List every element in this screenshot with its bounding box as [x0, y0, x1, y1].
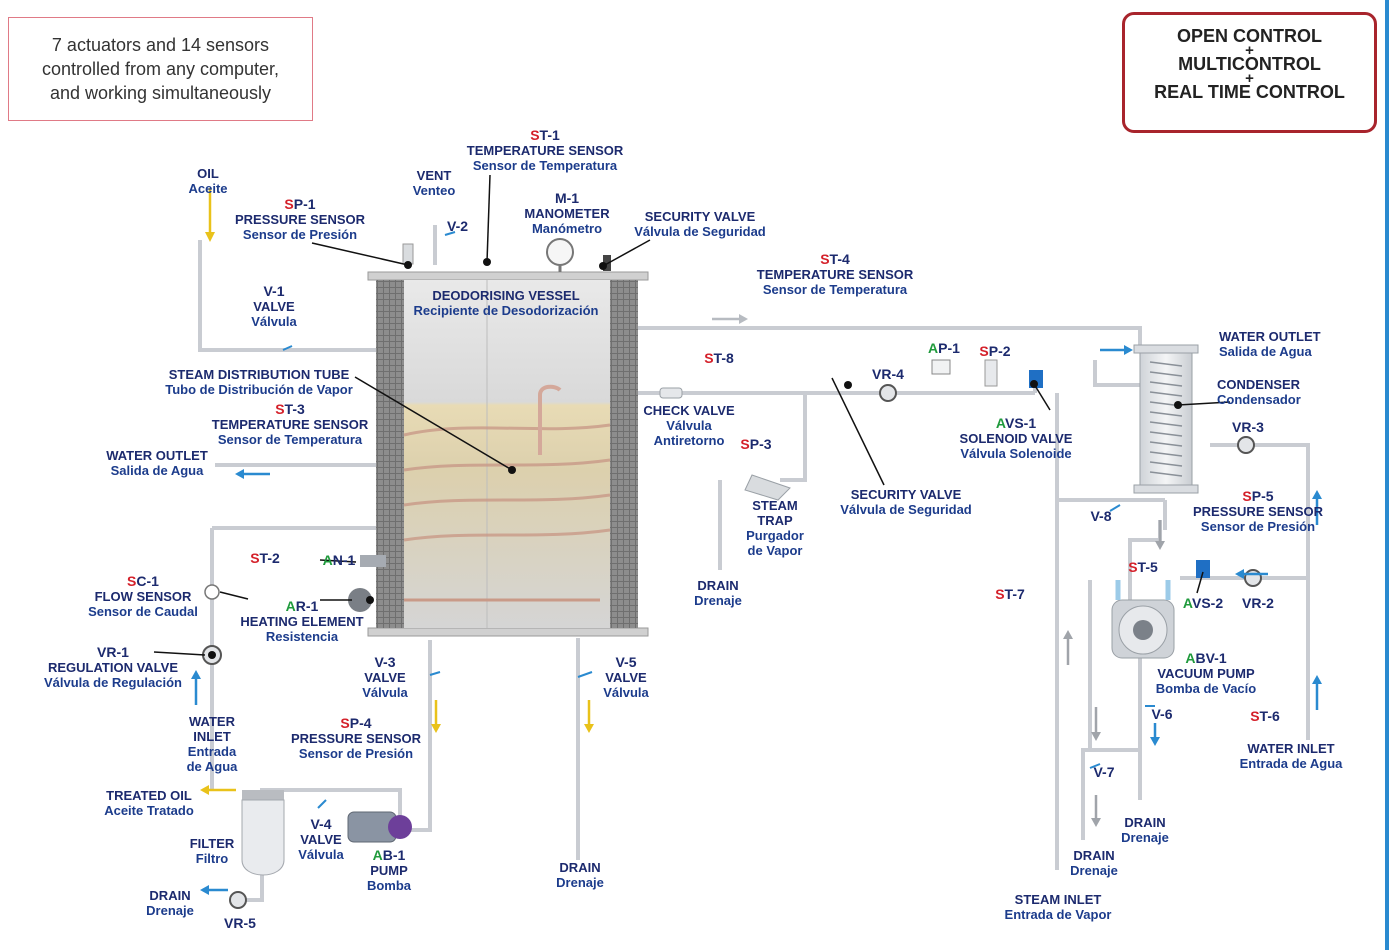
- info-line-3: and working simultaneously: [49, 83, 272, 103]
- plus-sign: +: [1245, 42, 1254, 59]
- plus-sign: +: [1245, 70, 1254, 87]
- filter-unit: [241, 790, 285, 876]
- v4-label: V-4 VALVE Válvula: [298, 816, 344, 863]
- check-valve-label: CHECK VALVE Válvula Antiretorno: [643, 403, 735, 448]
- water-inlet-left-label: WATER INLET Entrada de Agua: [186, 714, 238, 774]
- st7-label: ST-7: [995, 586, 1025, 602]
- steam-trap-label: STEAM TRAP Purgador de Vapor: [746, 498, 804, 558]
- open-control-label: OPEN CONTROL: [1176, 26, 1322, 46]
- st4-label: ST-4 TEMPERATURE SENSOR Sensor de Temper…: [756, 251, 914, 298]
- flow-arrows: [191, 188, 1322, 895]
- v1-label: V-1 VALVE Válvula: [251, 283, 297, 330]
- check-valve-body: [659, 387, 683, 399]
- real-time-control-label: REAL TIME CONTROL: [1154, 82, 1345, 102]
- an1-label: AN-1: [322, 552, 356, 568]
- st1-label: ST-1 TEMPERATURE SENSOR Sensor de Temper…: [466, 127, 624, 174]
- st5-label: ST-5: [1128, 559, 1158, 575]
- vacuum-pump: [1111, 580, 1175, 659]
- pump-unit: [347, 811, 412, 843]
- steam-trap-body: [744, 474, 791, 501]
- abv1-label: ABV-1 VACUUM PUMP Bomba de Vacío: [1155, 650, 1257, 697]
- m1-label: M-1 MANOMETER Manómetro: [524, 190, 610, 237]
- sp2-label: SP-2: [979, 343, 1011, 359]
- st2-label: ST-2: [250, 550, 280, 566]
- regulation-valves: [202, 384, 1262, 909]
- avs2-label: AVS-2: [1182, 595, 1224, 611]
- ar1-label: AR-1 HEATING ELEMENT Resistencia: [240, 598, 364, 645]
- vr3-label: VR-3: [1232, 419, 1264, 435]
- vr1-label: VR-1 REGULATION VALVE Válvula de Regulac…: [44, 644, 182, 691]
- control-modes-box: OPEN CONTROL + MULTICONTROL + REAL TIME …: [1122, 12, 1377, 133]
- info-line-1: 7 actuators and 14 sensors: [51, 35, 270, 55]
- sp4-label: SP-4 PRESSURE SENSOR Sensor de Presión: [290, 715, 422, 762]
- vr2-label: VR-2: [1242, 595, 1274, 611]
- st6-label: ST-6: [1250, 708, 1280, 724]
- v3-label: V-3 VALVE Válvula: [362, 654, 408, 701]
- sp3-label: SP-3: [740, 436, 772, 452]
- multicontrol-label: MULTICONTROL: [1178, 54, 1321, 74]
- sc1-label: SC-1 FLOW SENSOR Sensor de Caudal: [88, 573, 198, 620]
- leader-lines: [153, 174, 1231, 656]
- v8-label: V-8: [1090, 508, 1112, 524]
- info-box: 7 actuators and 14 sensors controlled fr…: [8, 17, 313, 121]
- v2-label: V-2: [447, 218, 469, 234]
- sp1-label: SP-1 PRESSURE SENSOR Sensor de Presión: [234, 196, 366, 243]
- leader-dots: [208, 258, 1182, 659]
- st8-label: ST-8: [704, 350, 734, 366]
- st3-label: ST-3 TEMPERATURE SENSOR Sensor de Temper…: [211, 401, 369, 448]
- avs1-label: AVS-1 SOLENOID VALVE Válvula Solenoide: [959, 415, 1073, 462]
- condenser-unit: [1133, 344, 1199, 494]
- info-line-2: controlled from any computer,: [41, 59, 280, 79]
- deodorising-vessel: [367, 271, 649, 637]
- ap1-label: AP-1: [928, 340, 960, 356]
- vr5-label: VR-5: [224, 915, 256, 931]
- sp5-label: SP-5 PRESSURE SENSOR Sensor de Presión: [1192, 488, 1324, 535]
- edge-bar: [1385, 0, 1389, 950]
- vessel-title: DEODORISING VESSEL Recipiente de Desodor…: [413, 288, 599, 318]
- v6-label: V-6: [1151, 706, 1173, 722]
- vr4-label: VR-4: [872, 366, 904, 382]
- v7-label: V-7: [1093, 764, 1115, 780]
- ab1-label: AB-1 PUMP Bomba: [366, 847, 412, 894]
- v5-label: V-5 VALVE Válvula: [603, 654, 649, 701]
